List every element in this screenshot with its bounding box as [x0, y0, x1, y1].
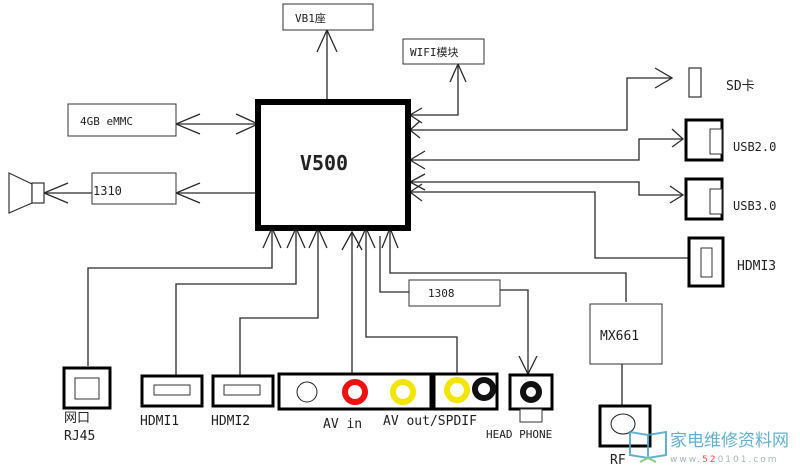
rj45-cn-label: 网口	[64, 411, 90, 426]
usb2-label: USB2.0	[733, 140, 776, 154]
line-mx661	[389, 228, 627, 302]
av-in-label: AV in	[323, 417, 362, 432]
hdmi2-port: HDMI2	[211, 374, 275, 429]
line-1308-in	[379, 236, 409, 293]
mx661-label: MX661	[600, 329, 639, 344]
amp-1308-label: 1308	[428, 287, 455, 300]
amp-1310-label: 1310	[93, 184, 122, 198]
sd-card-slot: SD卡	[688, 67, 755, 98]
rca-white	[296, 381, 318, 403]
line-hdmi3	[410, 191, 688, 259]
line-hdmi1	[175, 228, 297, 376]
line-sd	[410, 77, 672, 131]
amp-1310-block: 1310	[91, 172, 177, 205]
speaker-icon	[8, 172, 45, 214]
arrow-usb3	[669, 185, 685, 204]
vb1-label: VB1座	[295, 11, 326, 25]
spdif-black	[472, 377, 496, 401]
connection-lines	[42, 28, 688, 406]
v500-chip: V500	[255, 99, 411, 231]
watermark-text: 家电维修资料网	[670, 431, 789, 451]
hdmi3-port: HDMI3	[687, 236, 776, 288]
usb2-port: USB2.0	[684, 118, 776, 162]
wifi-module: WIFI模块	[402, 38, 485, 65]
hdmi1-label: HDMI1	[140, 414, 179, 429]
sd-label: SD卡	[726, 79, 755, 94]
headphone-label: HEAD PHONE	[486, 428, 552, 441]
rca-red	[342, 379, 368, 405]
rf-connector: RF	[598, 404, 652, 468]
watermark-url: www.520101.com	[670, 455, 779, 465]
av-out-label: AV out/SPDIF	[383, 414, 477, 429]
hdmi2-label: HDMI2	[211, 414, 250, 429]
vb1-connector: VB1座	[282, 3, 374, 31]
rj45-port: 网口 RJ45	[62, 366, 112, 444]
line-headphone	[500, 289, 529, 374]
watermark: 家电维修资料网 www.520101.com	[629, 430, 789, 465]
av-out-port: AV out/SPDIF	[383, 372, 499, 429]
arrow-usb2	[671, 128, 685, 148]
mx661-block: MX661	[589, 303, 663, 365]
emmc-block: 4GB eMMC	[67, 103, 177, 137]
line-wifi	[410, 64, 459, 116]
chip-label: V500	[300, 151, 348, 175]
arrow-sd	[654, 67, 674, 89]
rf-label: RF	[610, 453, 626, 468]
rca-yellow	[390, 379, 416, 405]
usb3-port: USB3.0	[684, 177, 776, 221]
line-av-out	[365, 228, 458, 374]
hdmi3-label: HDMI3	[737, 259, 776, 274]
usb3-label: USB3.0	[733, 199, 776, 213]
amp-1308-block: 1308	[408, 279, 501, 307]
line-rj45	[87, 228, 273, 366]
line-hdmi2	[239, 228, 319, 376]
wifi-label: WIFI模块	[410, 46, 459, 59]
av-in-port: AV in	[277, 372, 433, 432]
rj45-label: RJ45	[64, 429, 95, 444]
emmc-label: 4GB eMMC	[80, 115, 133, 128]
line-usb3	[410, 181, 683, 196]
line-usb2	[410, 138, 683, 161]
headphone-jack: HEAD PHONE	[486, 373, 554, 441]
book-logo-icon	[629, 430, 667, 463]
rca-yellow-out	[444, 377, 470, 403]
hdmi1-port: HDMI1	[140, 374, 204, 429]
